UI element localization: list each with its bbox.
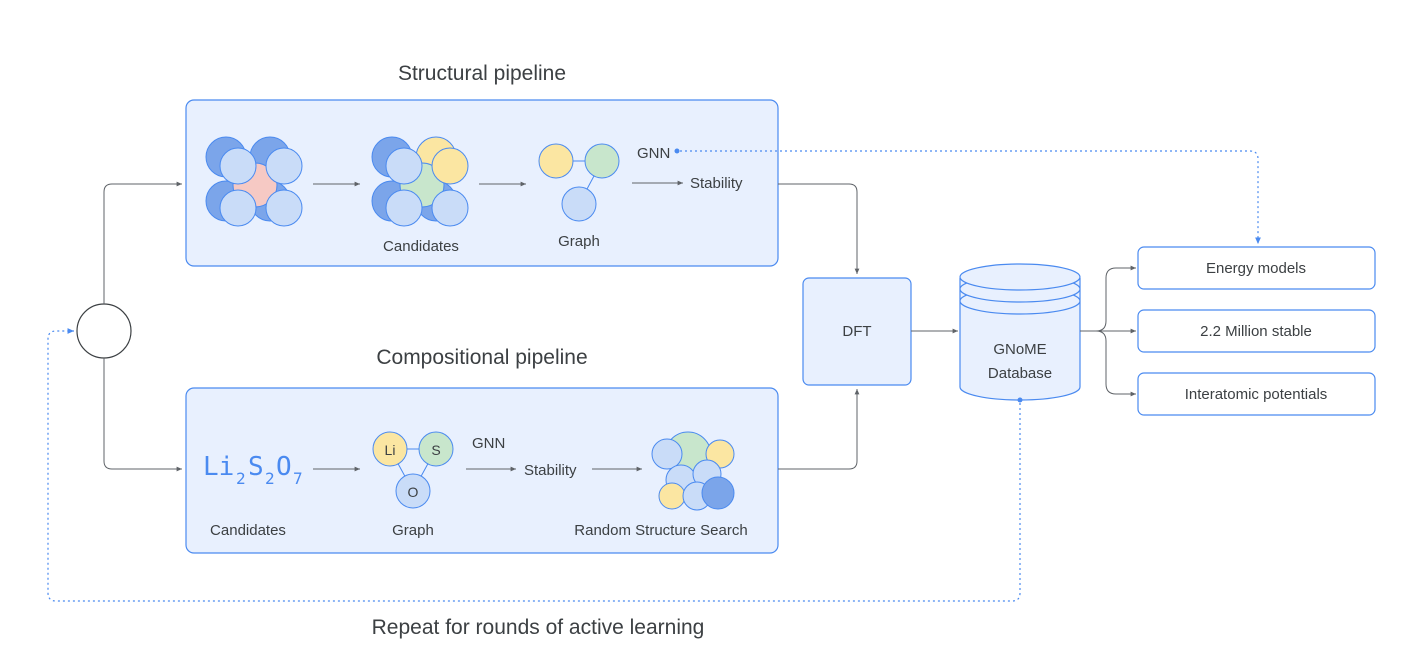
svg-text:7: 7 [293,469,303,488]
structural-gnn-label: GNN [637,145,670,162]
compositional-candidates-label: Candidates [210,522,286,539]
compositional-pipeline-title: Compositional pipeline [376,346,587,369]
compositional-to-dft-arrow [778,389,860,470]
structural-graph-icon [538,143,620,222]
gnn-to-energy-models-dotted-arrow [680,150,1261,244]
structural-pipeline-panel [185,99,779,267]
database-connector-dot [1017,397,1023,403]
structural-pipeline-title: Structural pipeline [398,62,566,85]
output-energy-models-label: Energy models [1206,260,1306,277]
structural-graph-label: Graph [558,233,600,250]
split-to-structural-arrow [103,181,182,304]
structural-to-dft-arrow [778,183,860,274]
random-structure-search-label: Random Structure Search [574,522,747,539]
svg-text:O: O [276,452,292,482]
output-stable-label: 2.2 Million stable [1200,323,1312,340]
database-name-line2: Database [988,365,1052,382]
database-to-energy-models-arrow [1080,265,1136,332]
database-to-potentials-arrow [1095,330,1136,397]
output-potentials-box [1137,372,1376,416]
graph-node-label-li: Li [385,442,396,458]
formula-Li2S2O7: Li 2 S 2 O 7 [203,452,303,488]
svg-text:2: 2 [236,469,246,488]
compositional-graph-icon [372,431,454,509]
gnn-connector-dot [674,148,680,154]
dft-label: DFT [842,323,871,340]
output-potentials-label: Interatomic potentials [1185,386,1328,403]
graph-node-label-o: O [408,484,419,500]
compositional-stability-label: Stability [524,462,577,479]
split-to-compositional-arrow [103,358,182,472]
compositional-pipeline-panel [185,387,779,554]
database-name-line1: GNoME [993,341,1046,358]
structural-crystal-icon [205,136,303,227]
split-node [76,303,132,359]
compositional-gnn-label: GNN [472,435,505,452]
active-learning-label: Repeat for rounds of active learning [372,616,705,639]
svg-text:S: S [248,452,264,482]
graph-node-label-s: S [431,442,440,458]
output-energy-models-box [1137,246,1376,290]
compositional-graph-label: Graph [392,522,434,539]
active-learning-loop-arrow [47,328,1021,602]
structural-candidates-icon [371,136,469,227]
random-structure-icon [651,431,735,511]
structural-candidates-label: Candidates [383,238,459,255]
svg-text:2: 2 [265,469,275,488]
svg-text:Li: Li [203,452,234,482]
structural-stability-label: Stability [690,175,743,192]
output-stable-box [1137,309,1376,353]
